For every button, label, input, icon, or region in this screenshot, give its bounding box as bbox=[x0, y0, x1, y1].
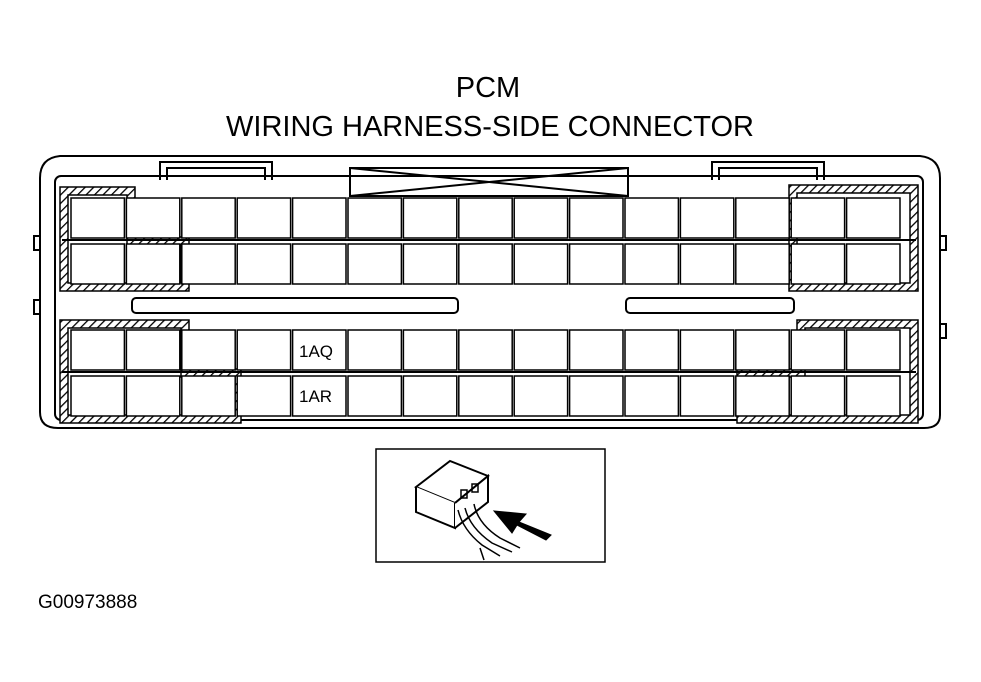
pin-cavity bbox=[236, 375, 292, 417]
left-divider-slot bbox=[131, 297, 459, 314]
pin-cavity bbox=[70, 197, 126, 239]
pin-cavity bbox=[347, 329, 403, 371]
pin-cavity bbox=[181, 375, 236, 417]
pin-label-1ar: 1AR bbox=[299, 387, 332, 406]
reference-code: G00973888 bbox=[38, 592, 137, 613]
pin-cavity bbox=[402, 197, 458, 239]
pin-cavity bbox=[790, 197, 846, 239]
pin-label-1aq: 1AQ bbox=[299, 342, 333, 361]
pin-cavity bbox=[513, 243, 569, 285]
pin-cavity bbox=[735, 197, 790, 239]
pin-cavity bbox=[845, 375, 901, 417]
pin-cavity bbox=[291, 197, 347, 239]
pin-cavity bbox=[735, 243, 790, 285]
pin-cavity bbox=[181, 197, 236, 239]
pin-cavity bbox=[735, 329, 790, 371]
pin-cavity bbox=[236, 329, 292, 371]
pin-cavity bbox=[624, 329, 680, 371]
pin-cavity bbox=[347, 243, 403, 285]
pin-cavity bbox=[181, 329, 236, 371]
right-divider-slot bbox=[625, 297, 795, 314]
pin-cavity bbox=[513, 329, 569, 371]
pin-cavity bbox=[513, 197, 569, 239]
pin-cavity bbox=[347, 197, 403, 239]
pin-cavity bbox=[402, 375, 458, 417]
connector-body bbox=[33, 155, 947, 429]
pin-cavity bbox=[679, 197, 735, 239]
pin-cavity bbox=[402, 329, 458, 371]
pin-cavity bbox=[70, 329, 126, 371]
pin-cavity bbox=[679, 375, 735, 417]
pin-cavity bbox=[790, 375, 846, 417]
pin-cavity bbox=[125, 375, 181, 417]
pin-cavity bbox=[568, 375, 624, 417]
pin-cavity bbox=[125, 197, 181, 239]
pin-cavity bbox=[291, 243, 347, 285]
pin-cavity bbox=[513, 375, 569, 417]
pin-cavity bbox=[458, 375, 513, 417]
pin-cavity bbox=[624, 197, 680, 239]
pin-cavity bbox=[458, 197, 513, 239]
pin-cavity bbox=[458, 243, 513, 285]
pin-cavity bbox=[624, 375, 680, 417]
pin-grid bbox=[62, 197, 916, 417]
pin-cavity bbox=[236, 243, 292, 285]
pin-cavity bbox=[845, 329, 901, 371]
pin-cavity bbox=[624, 243, 680, 285]
pin-cavity bbox=[125, 329, 181, 371]
pin-cavity bbox=[568, 197, 624, 239]
center-lock bbox=[349, 167, 629, 197]
pin-cavity bbox=[568, 329, 624, 371]
pin-cavity bbox=[679, 243, 735, 285]
pin-cavity bbox=[181, 243, 236, 285]
pin-cavity bbox=[790, 329, 846, 371]
pin-cavity bbox=[790, 243, 846, 285]
diagram-subtitle: WIRING HARNESS-SIDE CONNECTOR bbox=[226, 111, 754, 143]
arrow-icon bbox=[492, 510, 552, 541]
pin-cavity bbox=[402, 243, 458, 285]
pin-cavity bbox=[70, 375, 126, 417]
pin-cavity bbox=[845, 197, 901, 239]
pin-cavity bbox=[735, 375, 790, 417]
pin-cavity bbox=[458, 329, 513, 371]
connector-icon bbox=[414, 459, 521, 561]
pin-cavity bbox=[70, 243, 126, 285]
pin-cavity bbox=[568, 243, 624, 285]
diagram-title: PCM bbox=[456, 72, 520, 104]
pin-cavity bbox=[291, 329, 347, 371]
pin-cavity bbox=[236, 197, 292, 239]
left-latch-tab bbox=[159, 161, 273, 180]
pin-cavity bbox=[291, 375, 347, 417]
pin-cavity bbox=[347, 375, 403, 417]
pin-cavity bbox=[845, 243, 901, 285]
right-latch-tab bbox=[711, 161, 825, 180]
pin-cavity bbox=[125, 243, 181, 285]
pin-cavity bbox=[679, 329, 735, 371]
view-direction-inset bbox=[375, 448, 606, 563]
